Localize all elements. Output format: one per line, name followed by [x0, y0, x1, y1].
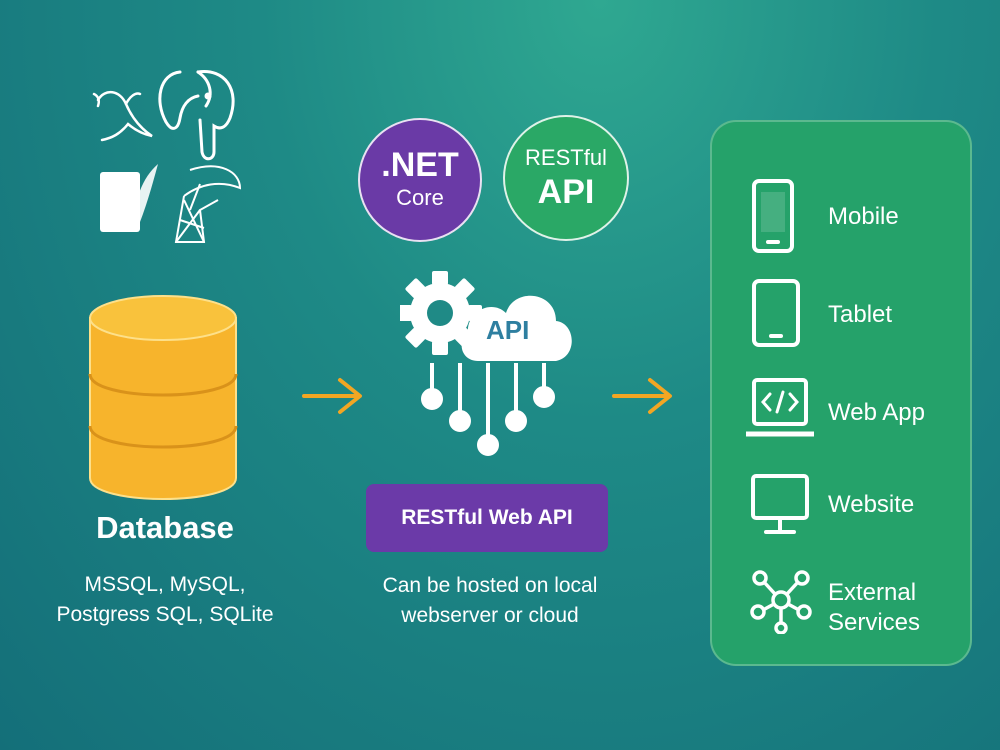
hosting-note: Can be hosted on local webserver or clou… [382, 574, 598, 627]
mysql-dolphin-icon [92, 91, 153, 142]
client-label: Tablet [828, 301, 893, 328]
database-types: MSSQL, MySQL, Postgress SQL, SQLite [56, 573, 274, 626]
mssql-icon [174, 165, 242, 243]
cloud-gear-icon [400, 271, 572, 456]
cloud-api-graphic: API [400, 265, 580, 465]
database-label: Database [96, 510, 234, 545]
client-website: Website [712, 472, 974, 552]
client-mobile: Mobile [712, 178, 974, 258]
sqlite-feather-icon [100, 164, 158, 232]
clients-panel: Mobile Tablet Web App Website [710, 120, 972, 666]
client-label: Mobile [828, 203, 899, 230]
network-hub-icon [750, 570, 812, 634]
restful-web-api-banner: RESTful Web API [366, 484, 608, 552]
cloud-api-label: API [486, 315, 530, 345]
restful-api-badge: RESTful API [503, 115, 629, 241]
tablet-icon [752, 279, 800, 347]
mobile-icon [752, 179, 794, 253]
client-external-services: External Services [712, 566, 974, 646]
client-label: Web App [828, 399, 925, 426]
database-cylinder-icon [88, 295, 238, 500]
dotnet-core-badge: .NET Core [358, 118, 482, 242]
client-web-app: Web App [712, 376, 974, 456]
db-logos [92, 70, 242, 243]
postgresql-elephant-icon [158, 70, 235, 161]
arrow-right-icon [612, 378, 672, 414]
client-tablet: Tablet [712, 278, 974, 358]
laptop-code-icon [746, 378, 814, 437]
arrow-right-icon [302, 378, 362, 414]
client-label: Website [828, 491, 915, 518]
client-label: External Services [828, 579, 921, 636]
monitor-icon [751, 474, 809, 534]
